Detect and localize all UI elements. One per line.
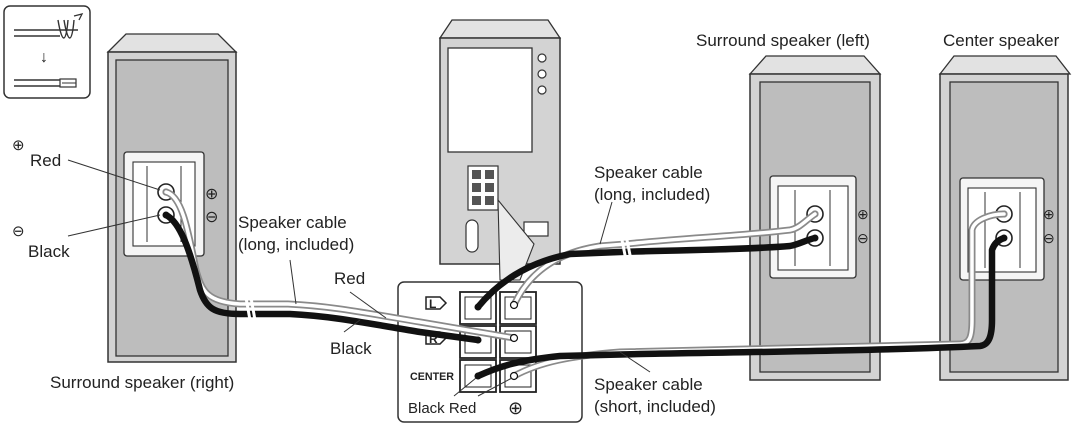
- leader-lines: [67, 159, 651, 397]
- minus-symbol-left: ⊖: [12, 223, 25, 240]
- label-cable-long-left-1: Speaker cable: [238, 213, 347, 232]
- plus-symbol: ⊕: [857, 206, 869, 222]
- arrow-down-icon: ↓: [40, 49, 48, 66]
- minus-symbol: ⊖: [205, 209, 218, 226]
- terminal-center-label: CENTER: [410, 371, 454, 383]
- wire-prep-inset: ↓: [3, 5, 91, 99]
- label-surround-right: Surround speaker (right): [50, 373, 234, 392]
- surround-speaker-left: ⊕ ⊖: [748, 55, 882, 381]
- black-red-label: Black Red: [408, 400, 476, 417]
- stripped-wire-icon: [14, 78, 77, 88]
- plus-symbol-callout: ⊕: [508, 398, 523, 418]
- cable-surround-right: [162, 188, 519, 344]
- label-black-left: Black: [28, 242, 70, 261]
- cable-center: [474, 210, 1008, 381]
- plus-symbol-left: ⊕: [12, 137, 25, 154]
- label-cable-short-2: (short, included): [594, 397, 716, 416]
- minus-symbol: ⊖: [1043, 230, 1055, 246]
- terminal-callout: L R CENTER Black Red ⊕: [397, 281, 583, 423]
- label-surround-left: Surround speaker (left): [696, 31, 870, 50]
- center-speaker: ⊕ ⊖: [938, 55, 1072, 381]
- label-center-speaker: Center speaker: [943, 31, 1060, 50]
- minus-symbol: ⊖: [857, 230, 869, 246]
- label-red-top: Red: [30, 151, 61, 170]
- main-unit: [438, 19, 562, 281]
- label-cable-long-right-2: (long, included): [594, 185, 710, 204]
- plus-symbol: ⊕: [1043, 206, 1055, 222]
- cable-surround-left: [474, 210, 819, 311]
- label-red-mid: Red: [334, 269, 365, 288]
- twist-wire-icon: [14, 13, 84, 39]
- plus-symbol: ⊕: [205, 186, 218, 203]
- label-cable-short-1: Speaker cable: [594, 375, 703, 394]
- label-cable-long-right-1: Speaker cable: [594, 163, 703, 182]
- terminal-r-label: R: [429, 332, 438, 346]
- label-black-mid: Black: [330, 339, 372, 358]
- label-cable-long-left-2: (long, included): [238, 235, 354, 254]
- terminal-l-label: L: [429, 297, 436, 311]
